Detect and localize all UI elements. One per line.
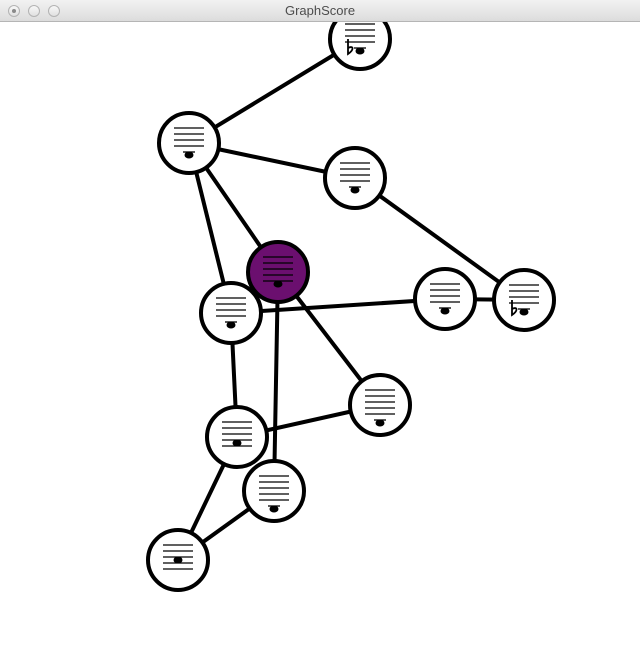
graph-node[interactable] xyxy=(199,281,263,345)
graph-node[interactable] xyxy=(492,268,556,332)
node-circle[interactable] xyxy=(492,268,556,332)
note-head-icon xyxy=(232,439,242,447)
node-circle[interactable] xyxy=(246,240,310,304)
note-head-icon xyxy=(226,321,236,329)
nodes xyxy=(146,22,556,592)
note-head-icon xyxy=(440,307,450,315)
node-circle[interactable] xyxy=(413,267,477,331)
graph-edge[interactable] xyxy=(353,176,526,302)
graph-node[interactable] xyxy=(146,528,210,592)
node-circle[interactable] xyxy=(328,22,392,71)
graph-node[interactable] xyxy=(157,111,221,175)
note-head-icon xyxy=(355,47,365,55)
title-bar[interactable]: GraphScore xyxy=(0,0,640,22)
graph-node-selected[interactable] xyxy=(246,240,310,304)
graph-edge[interactable] xyxy=(187,37,362,145)
note-head-icon xyxy=(273,280,283,288)
graph-node[interactable] xyxy=(205,405,269,469)
note-head-icon xyxy=(184,151,194,159)
window-title: GraphScore xyxy=(284,3,356,18)
zoom-button[interactable] xyxy=(48,5,60,17)
node-circle[interactable] xyxy=(205,405,269,469)
node-circle[interactable] xyxy=(199,281,263,345)
note-head-icon xyxy=(269,505,279,513)
graph-edge[interactable] xyxy=(229,297,447,315)
close-button[interactable] xyxy=(8,5,20,17)
graph-node[interactable] xyxy=(242,459,306,523)
graph-svg[interactable] xyxy=(0,22,640,662)
note-head-icon xyxy=(173,556,183,564)
node-circle[interactable] xyxy=(323,146,387,210)
graph-node[interactable] xyxy=(323,146,387,210)
note-head-icon xyxy=(375,419,385,427)
minimize-button[interactable] xyxy=(28,5,40,17)
flat-icon xyxy=(347,39,354,56)
graph-node[interactable] xyxy=(348,373,412,437)
graph-edge[interactable] xyxy=(272,270,280,493)
graph-node[interactable] xyxy=(413,267,477,331)
flat-icon xyxy=(511,300,518,317)
note-head-icon xyxy=(519,308,529,316)
graph-node[interactable] xyxy=(328,22,392,71)
note-head-icon xyxy=(350,186,360,194)
graph-canvas[interactable] xyxy=(0,22,640,662)
node-circle[interactable] xyxy=(157,111,221,175)
